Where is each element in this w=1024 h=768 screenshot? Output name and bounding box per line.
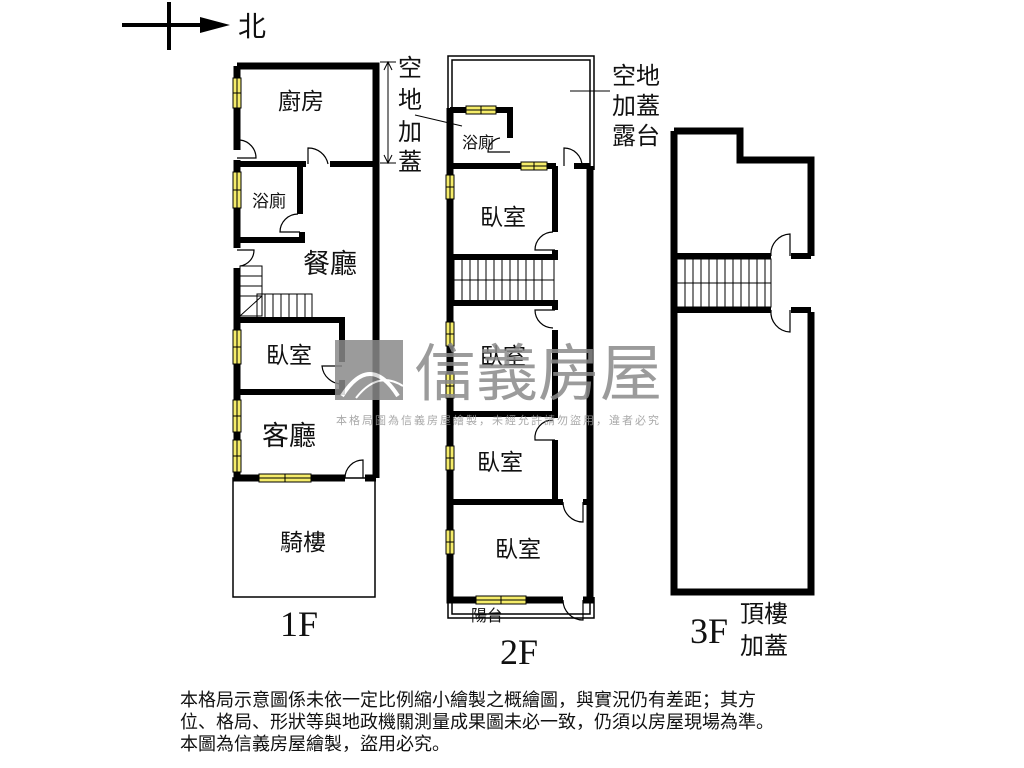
room-label-bedroom-2f-3: 臥室 [477, 450, 523, 476]
room-label-arcade: 騎樓 [280, 530, 326, 556]
floor-3-plan [670, 127, 815, 596]
watermark-notice: 本格局圖為信義房屋繪製，未經允許請勿盜用，違者必究 [336, 413, 661, 427]
svg-text:蓋: 蓋 [398, 148, 422, 176]
disclaimer-line: 本圖為信義房屋繪製，盜用必究。 [180, 734, 450, 755]
floor-label-2f: 2F [500, 632, 538, 672]
disclaimer-line: 位、格局、形狀等與地政機關測量成果圖未必一致，仍須以房屋現場為準。 [180, 712, 774, 733]
svg-text:加: 加 [398, 118, 422, 146]
annotation-1f-open-space: 空 地 加 蓋 [398, 54, 422, 176]
room-label-dining: 餐廳 [303, 249, 357, 280]
watermark: 信義房屋 本格局圖為信義房屋繪製，未經允許請勿盜用，違者必究 [335, 337, 662, 427]
room-label-balcony: 陽台 [471, 606, 503, 625]
room-label-bedroom-2f-2: 臥室 [480, 344, 526, 370]
room-label-bedroom-1f: 臥室 [266, 343, 312, 369]
window-icon [445, 105, 548, 605]
svg-text:頂樓: 頂樓 [740, 600, 788, 628]
floor-label-1f: 1F [280, 604, 318, 644]
room-label-living: 客廳 [262, 421, 316, 452]
room-label-kitchen: 廚房 [278, 89, 324, 115]
annotation-2f-terrace: 空地 加蓋 露台 [612, 62, 660, 150]
window-icon [232, 77, 312, 483]
room-label-bathroom-1f: 浴廁 [252, 191, 286, 212]
room-label-bedroom-2f-4: 臥室 [495, 537, 541, 563]
disclaimer: 本格局示意圖係未依一定比例縮小繪製之概繪圖，與實況仍有差距；其方 位、格局、形狀… [180, 690, 920, 756]
north-label: 北 [238, 10, 266, 43]
disclaimer-line: 本格局示意圖係未依一定比例縮小繪製之概繪圖，與實況仍有差距；其方 [180, 690, 756, 711]
svg-text:加蓋: 加蓋 [612, 92, 660, 120]
annotation-3f-rooftop: 頂樓 加蓋 [740, 600, 788, 660]
floor-2-plan [414, 55, 610, 621]
watermark-brand: 信義房屋 [414, 337, 662, 410]
svg-text:加蓋: 加蓋 [740, 632, 788, 660]
svg-text:空: 空 [398, 54, 422, 82]
floor-label-3f: 3F [690, 611, 728, 651]
room-label-bedroom-2f-1: 臥室 [480, 205, 526, 231]
room-label-bathroom-2f: 浴廁 [462, 133, 494, 152]
svg-text:空地: 空地 [612, 62, 660, 90]
svg-text:地: 地 [398, 86, 422, 114]
north-arrow-icon [122, 2, 230, 50]
floor-1-plan [232, 60, 396, 598]
svg-text:露台: 露台 [612, 122, 660, 150]
